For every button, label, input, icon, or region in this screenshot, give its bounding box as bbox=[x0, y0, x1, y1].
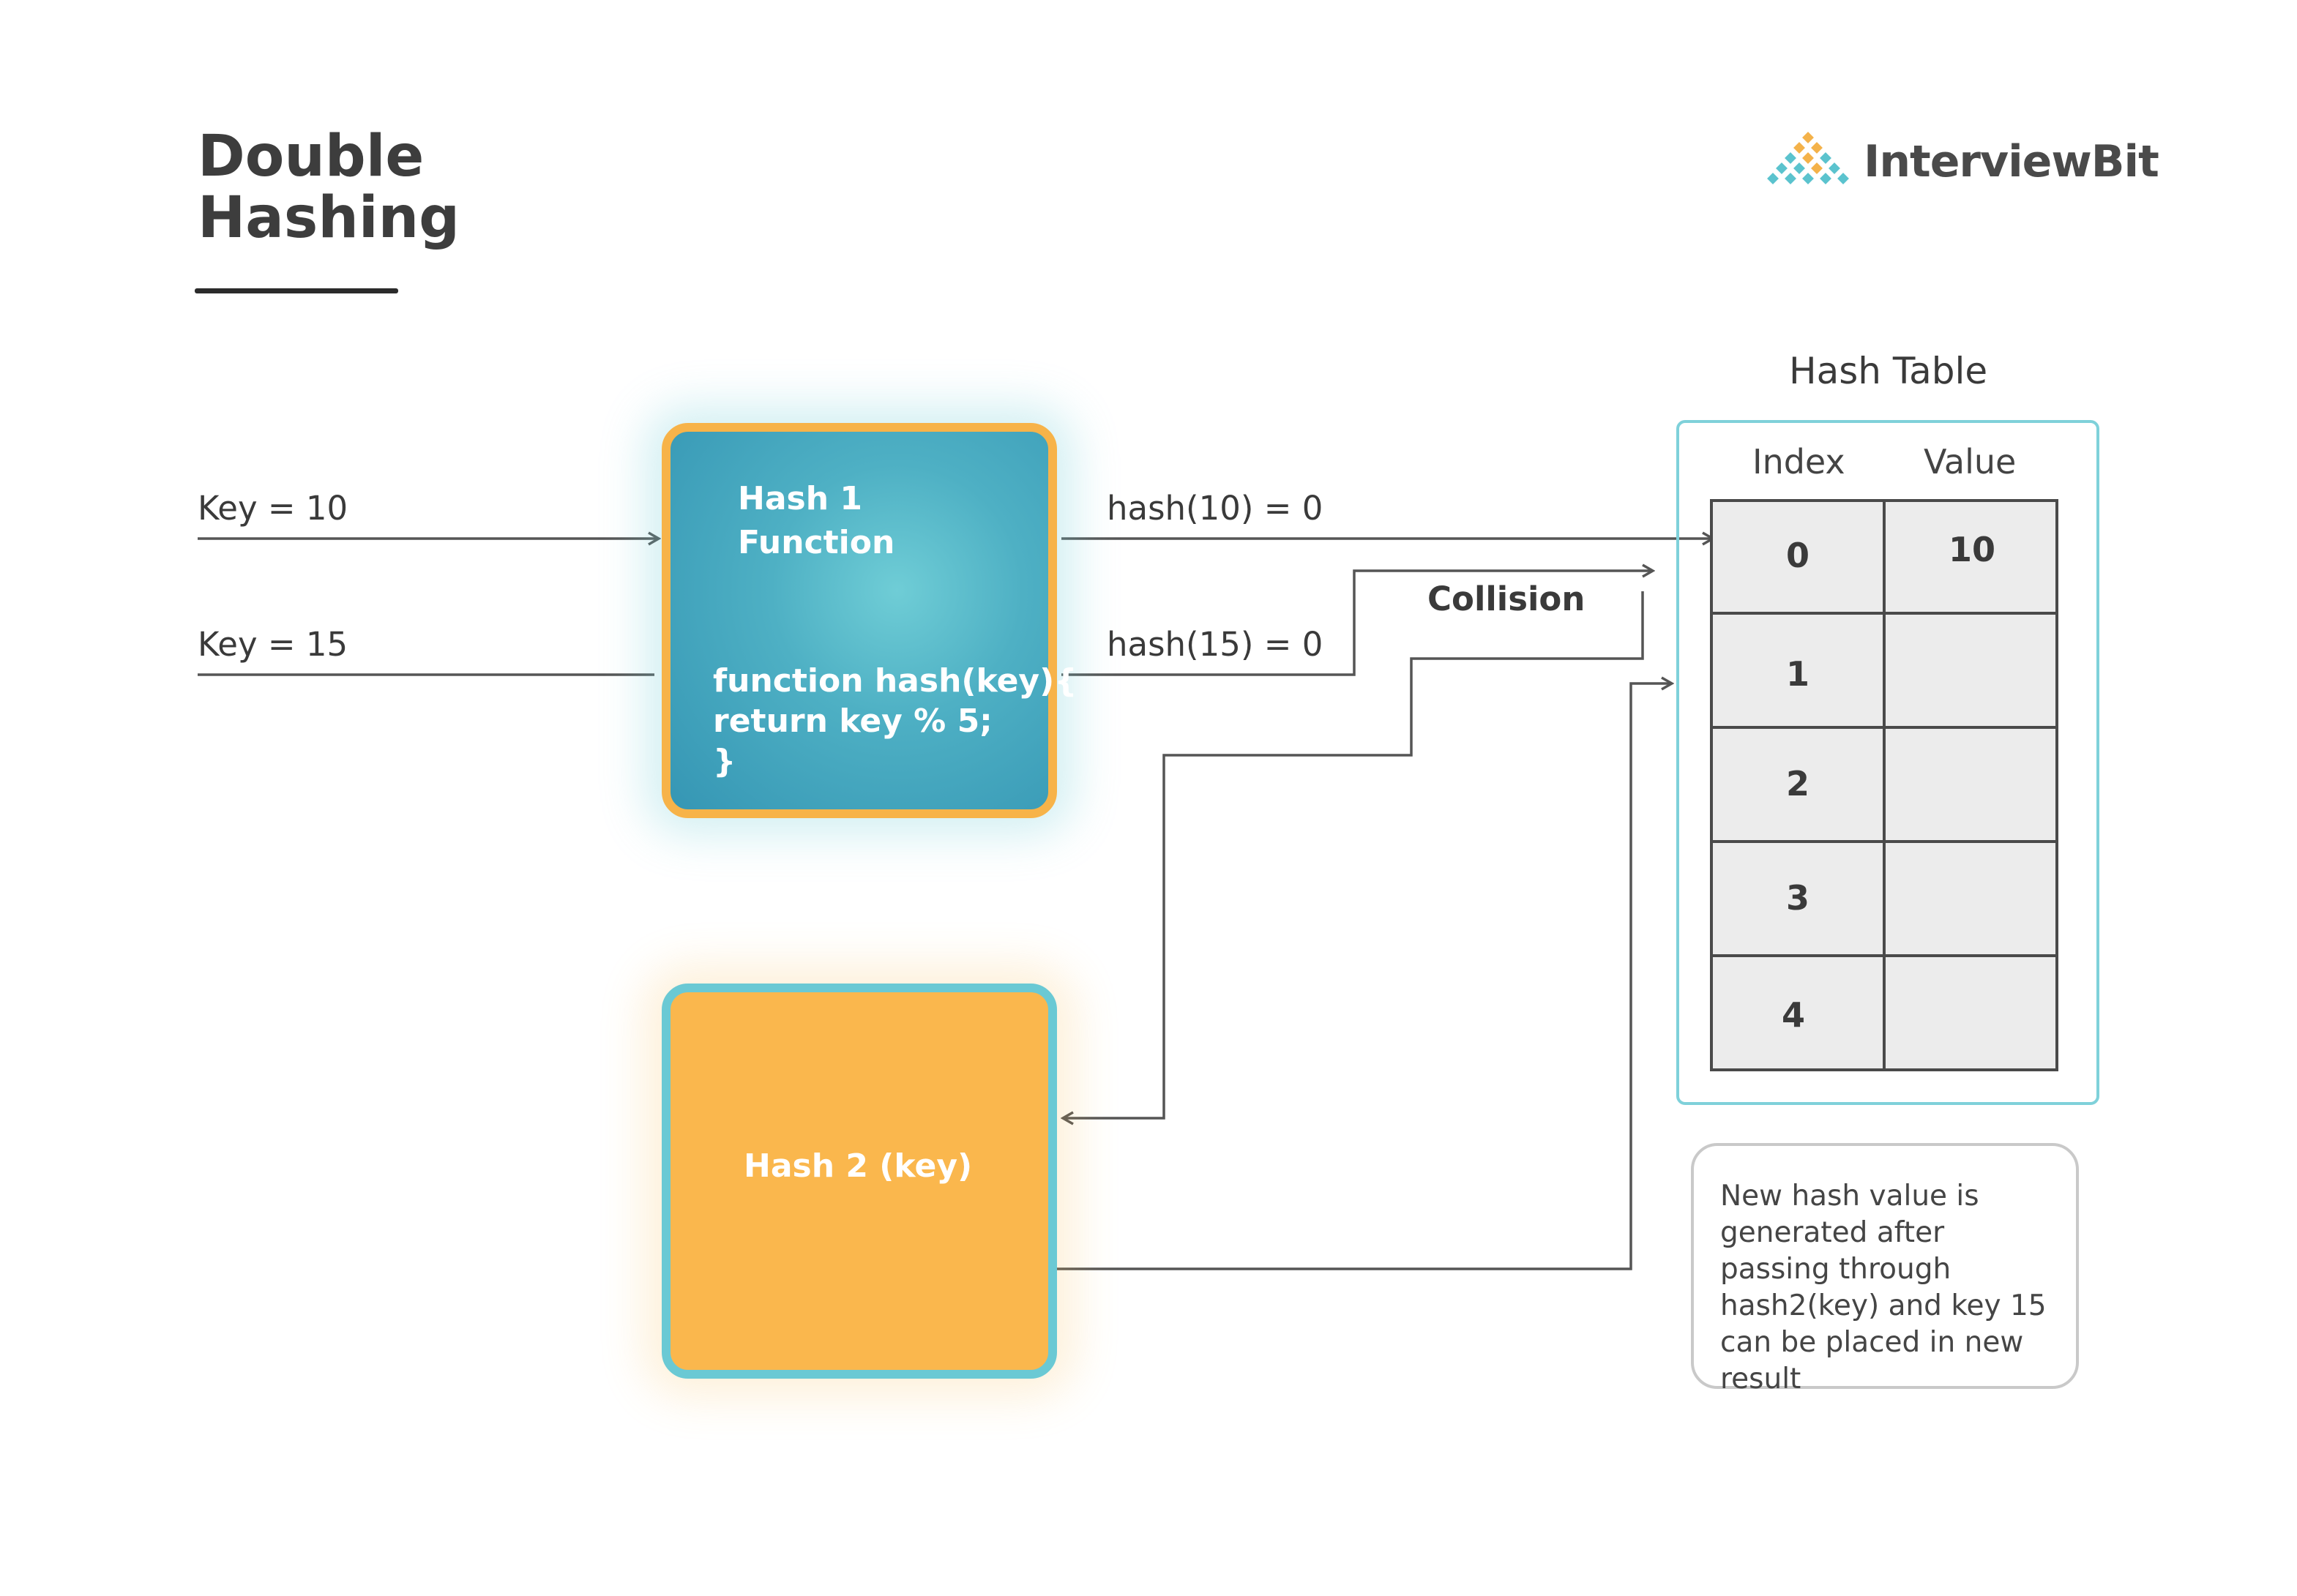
table-index-cell: 4 bbox=[1781, 995, 1805, 1035]
collision-to-hash2-arrow bbox=[1063, 591, 1644, 1118]
hash15-collision-arrow bbox=[1061, 571, 1653, 676]
key-10-label: Key = 10 bbox=[198, 489, 348, 528]
page-title: Double Hashing bbox=[198, 124, 460, 251]
hash1-title: Hash 1 Function bbox=[738, 480, 895, 561]
table-index-cell: 0 bbox=[1785, 536, 1809, 575]
hash2-box bbox=[662, 984, 1057, 1379]
hash1-function-box bbox=[662, 423, 1057, 818]
table-index-cell: 1 bbox=[1785, 654, 1809, 694]
hash10-label: hash(10) = 0 bbox=[1107, 489, 1323, 528]
hash1-code: function hash(key){ return key % 5; } bbox=[713, 662, 1077, 780]
brand-logo-icon bbox=[1763, 128, 1853, 188]
table-index-cell: 3 bbox=[1785, 878, 1809, 918]
brand-logo: InterviewBit bbox=[1757, 127, 2159, 196]
index-column-header: Index bbox=[1752, 442, 1845, 482]
title-underline bbox=[195, 288, 398, 293]
table-index-cell: 2 bbox=[1785, 764, 1809, 803]
hash-table-title: Hash Table bbox=[1789, 350, 1988, 392]
hash2-to-table-arrow bbox=[1057, 683, 1672, 1270]
value-column-header: Value bbox=[1924, 442, 2017, 482]
key-15-label: Key = 15 bbox=[198, 625, 348, 664]
hash15-label: hash(15) = 0 bbox=[1107, 625, 1323, 664]
hash2-label: Hash 2 (key) bbox=[744, 1147, 973, 1185]
explanation-note: New hash value is generated after passin… bbox=[1691, 1143, 2079, 1395]
table-value-cell: 10 bbox=[1948, 530, 1995, 569]
column-divider bbox=[1883, 499, 1886, 1071]
collision-label: Collision bbox=[1427, 580, 1586, 618]
brand-name: InterviewBit bbox=[1864, 136, 2159, 187]
hash-table-frame bbox=[1676, 420, 2099, 1105]
